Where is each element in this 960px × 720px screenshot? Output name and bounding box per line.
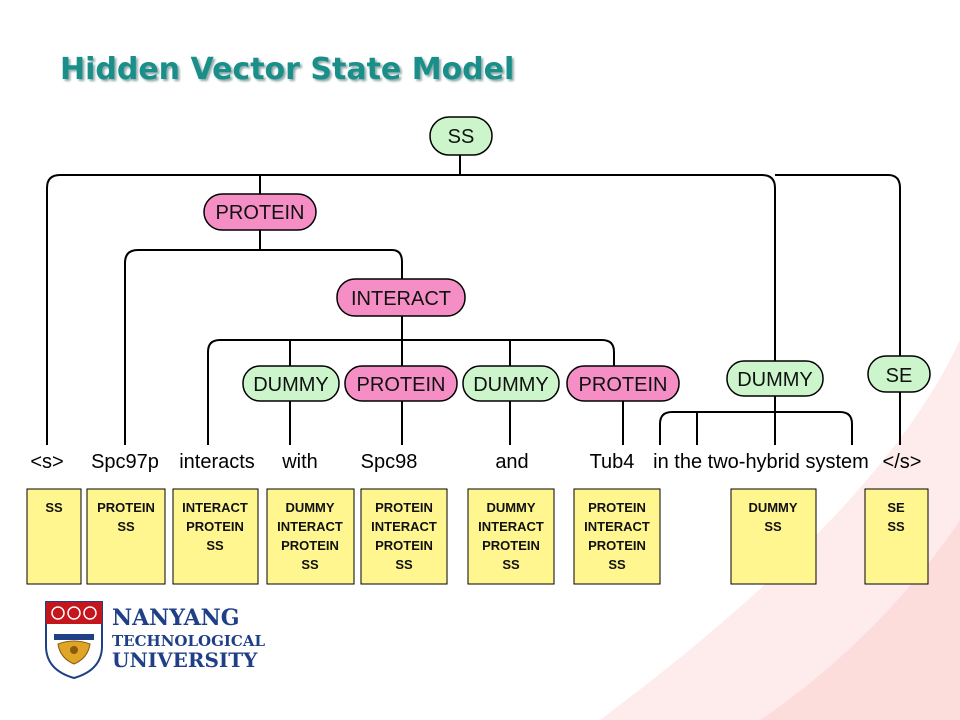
stack-box: SE SS [864,488,929,585]
node-protein-2: PROTEIN [344,365,458,402]
stack-entry: PROTEIN [588,500,646,515]
stack-entry: INTERACT [182,500,248,515]
stack-entry: INTERACT [478,519,544,534]
word-token: <s> [30,451,63,473]
stack-boxes: SS PROTEIN SS INTERACT PROTEIN SS DUMMY … [26,488,929,585]
node-protein-4: PROTEIN [566,365,680,402]
stack-entry: SS [206,538,224,553]
stack-entry: DUMMY [486,500,535,515]
stack-entry: PROTEIN [281,538,339,553]
university-logo: NANYANG TECHNOLOGICAL UNIVERSITY [45,601,266,680]
node-label: DUMMY [473,374,549,396]
word-token: </s> [883,451,922,473]
word-token: in the two-hybrid system [653,451,869,473]
stack-entry: PROTEIN [375,538,433,553]
stack-entry: SS [117,519,135,534]
slide-title: Hidden Vector State Model [60,52,515,87]
stack-entry: DUMMY [285,500,334,515]
stack-entry: PROTEIN [375,500,433,515]
stack-entry: PROTEIN [482,538,540,553]
stack-entry: SS [764,519,782,534]
node-se: SE [867,355,931,393]
stack-entry: SE [887,500,905,515]
node-dummy-right: DUMMY [726,360,824,397]
node-dummy-3: DUMMY [462,365,560,402]
stack-box: PROTEIN SS [86,488,166,585]
stack-entry: INTERACT [584,519,650,534]
stack-box: DUMMY INTERACT PROTEIN SS [266,488,355,585]
stack-entry: PROTEIN [588,538,646,553]
crest-icon [45,601,103,680]
word-token: and [495,451,528,473]
word-token: with [281,451,318,473]
node-label: DUMMY [253,374,329,396]
node-label: INTERACT [351,288,451,310]
stack-box: DUMMY INTERACT PROTEIN SS [467,488,555,585]
stack-entry: SS [395,557,413,572]
word-token: interacts [179,451,255,473]
word-token: Spc98 [361,451,418,473]
stack-entry: SS [608,557,626,572]
stack-box: PROTEIN INTERACT PROTEIN SS [360,488,448,585]
node-label: PROTEIN [579,374,668,396]
sentence-words: <s> Spc97p interacts with Spc98 and Tub4… [30,451,921,473]
stack-box: PROTEIN INTERACT PROTEIN SS [573,488,661,585]
node-interact: INTERACT [336,278,466,317]
stack-entry: SS [887,519,905,534]
stack-box: SS [26,488,82,585]
word-token: Tub4 [590,451,635,473]
stack-entry: PROTEIN [186,519,244,534]
node-label: SS [448,126,475,148]
logo-line-1: NANYANG [112,605,240,631]
stack-entry: DUMMY [748,500,797,515]
node-dummy-1: DUMMY [242,365,340,402]
logo-line-2: TECHNOLOGICAL [112,632,266,650]
stack-entry: PROTEIN [97,500,155,515]
stack-entry: INTERACT [277,519,343,534]
node-protein-top: PROTEIN [203,193,317,231]
node-ss: SS [429,116,493,156]
stack-entry: SS [301,557,319,572]
logo-line-3: UNIVERSITY [112,648,258,672]
stack-entry: SS [502,557,520,572]
node-label: DUMMY [737,369,813,391]
node-label: PROTEIN [357,374,446,396]
node-label: SE [886,365,913,387]
stack-entry: SS [45,500,63,515]
stack-entry: INTERACT [371,519,437,534]
word-token: Spc97p [91,451,159,473]
node-label: PROTEIN [216,202,305,224]
tree-connectors [46,155,901,445]
stack-box: DUMMY SS [730,488,817,585]
stack-box: INTERACT PROTEIN SS [172,488,259,585]
